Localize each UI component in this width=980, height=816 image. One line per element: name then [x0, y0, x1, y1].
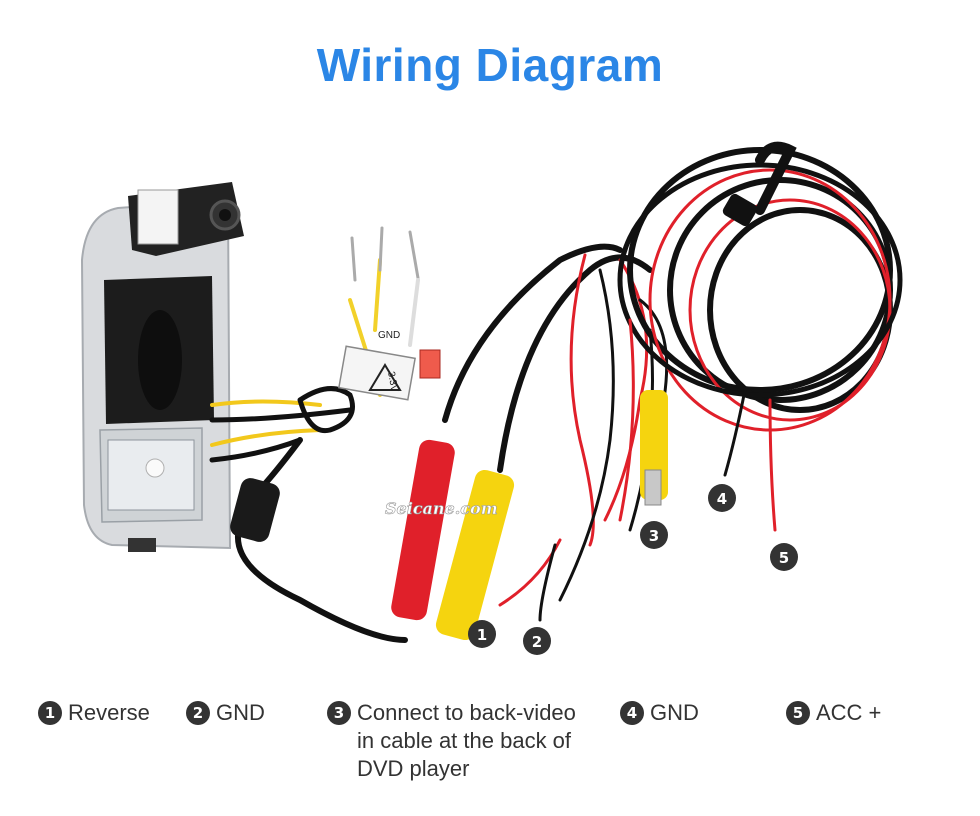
legend-badge-1: 1: [38, 701, 62, 725]
rca-connectors: [391, 390, 668, 641]
legend-label-1: Reverse: [68, 700, 150, 725]
legend-badge-5: 5: [786, 701, 810, 725]
sticker-gnd: GND: [378, 330, 400, 341]
marker-3-label: 3: [649, 527, 659, 545]
page-title: Wiring Diagram: [316, 39, 664, 91]
camera-harness: [209, 226, 441, 643]
camera-housing: [80, 182, 244, 552]
legend-label-3-line-3: DVD player: [357, 756, 470, 781]
marker-1: 1: [468, 620, 496, 648]
marker-5-label: 5: [779, 549, 789, 567]
marker-1-label: 1: [477, 626, 487, 644]
marker-4: 4: [708, 484, 736, 512]
marker-4-label: 4: [717, 490, 727, 508]
marker-2-label: 2: [532, 633, 542, 651]
legend-badge-2: 2: [186, 701, 210, 725]
marker-2: 2: [523, 627, 551, 655]
marker-3: 3: [640, 521, 668, 549]
watermark-text: Seicane.com: [385, 499, 498, 518]
legend-label-3-line-2: in cable at the back of: [357, 728, 572, 753]
legend-label-2: GND: [216, 700, 265, 725]
legend-label-4: GND: [650, 700, 699, 725]
legend-badge-4: 4: [620, 701, 644, 725]
legend-label-3: Connect to back-video in cable at the ba…: [357, 699, 576, 783]
cable-bundle: [442, 141, 903, 622]
legend-item-back-video: 3 Connect to back-video in cable at the …: [327, 699, 576, 783]
legend-badge-3: 3: [327, 701, 351, 725]
legend-label-3-line-1: Connect to back-video: [357, 700, 576, 725]
legend-label-5: ACC +: [816, 700, 882, 725]
marker-5: 5: [770, 543, 798, 571]
sticker-voltage: 3.3V: [385, 371, 399, 393]
